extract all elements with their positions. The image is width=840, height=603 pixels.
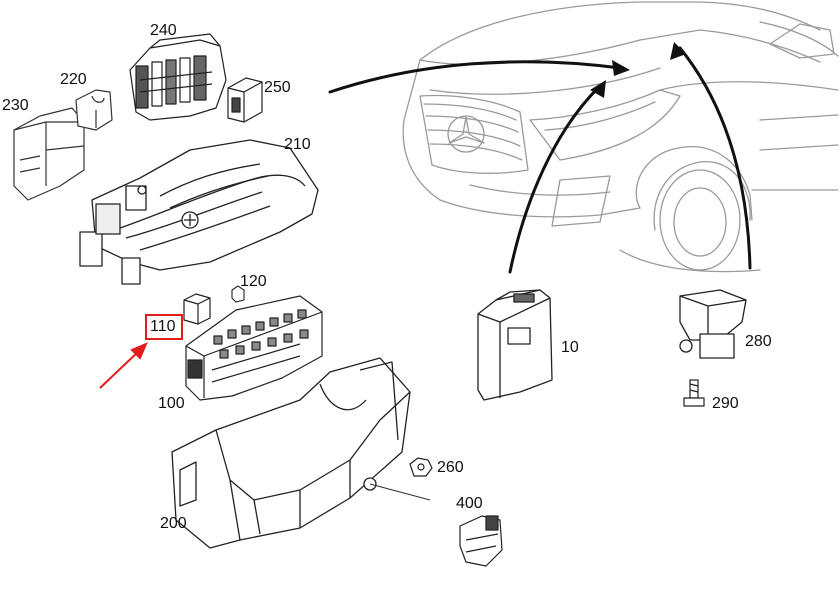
highlight-box — [145, 314, 183, 340]
label-120: 120 — [240, 273, 267, 290]
part-210-fuse-box-cover — [79, 139, 319, 285]
part-240-connector-block — [129, 33, 227, 121]
part-290-bolt — [683, 379, 705, 407]
label-220: 220 — [60, 71, 87, 88]
label-230: 230 — [2, 97, 29, 114]
label-280: 280 — [745, 333, 772, 350]
label-10: 10 — [561, 339, 579, 356]
label-100: 100 — [158, 395, 185, 412]
part-10-control-unit — [477, 289, 553, 401]
label-200: 200 — [160, 515, 187, 532]
part-250-module — [227, 77, 263, 123]
part-200-housing — [171, 357, 411, 549]
part-230-cover — [13, 107, 85, 201]
highlight-arrow — [99, 342, 148, 389]
vehicle-outline — [402, 1, 839, 273]
part-110-relay — [183, 293, 211, 325]
label-260: 260 — [437, 459, 464, 476]
part-400-connector — [459, 515, 503, 567]
label-110: 110 — [150, 318, 176, 335]
part-280-sensor — [679, 289, 747, 359]
part-100-fuse-box — [185, 295, 323, 401]
label-250: 250 — [264, 79, 291, 96]
part-220-cap — [75, 89, 113, 131]
label-290: 290 — [712, 395, 739, 412]
location-arrows — [328, 46, 752, 274]
part-260-nut — [369, 457, 433, 501]
part-120-clip — [231, 285, 245, 303]
label-400: 400 — [456, 495, 483, 512]
label-240: 240 — [150, 22, 177, 39]
label-210: 210 — [284, 136, 311, 153]
arrow-heads — [590, 42, 686, 98]
